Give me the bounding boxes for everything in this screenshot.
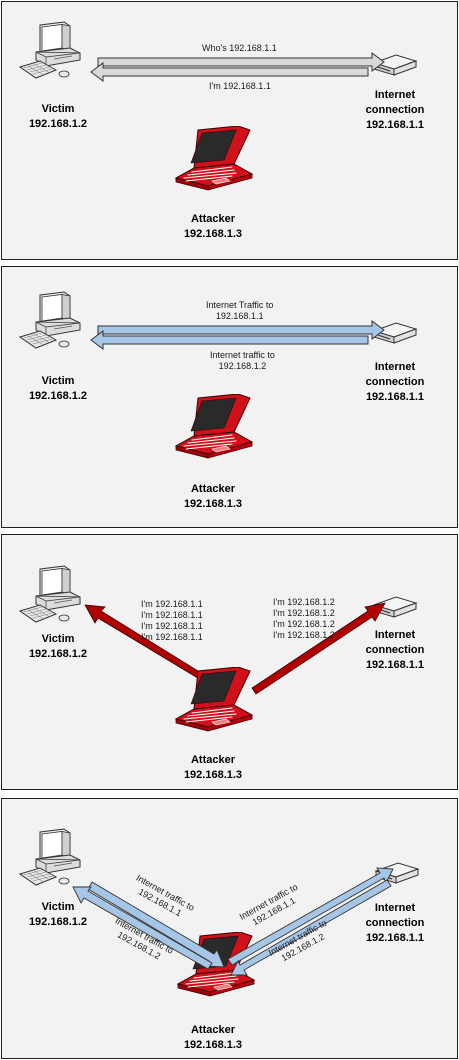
- arrow-gateway-to-attacker: [230, 879, 392, 976]
- victim-label: Victim 192.168.1.2: [22, 102, 94, 132]
- arrows-layer: [72, 867, 394, 976]
- gateway-name-line1: Internet: [374, 902, 416, 914]
- panel-2: Internet Traffic to 192.168.1.1 Internet…: [1, 266, 458, 528]
- arrow-i-am-reply: [90, 62, 369, 82]
- victim-name: Victim: [41, 375, 75, 387]
- attacker-name: Attacker: [190, 754, 236, 766]
- attacker-ip: 192.168.1.3: [183, 228, 243, 240]
- victim-label: Victim 192.168.1.2: [22, 632, 94, 662]
- victim-name: Victim: [41, 901, 75, 913]
- message-traffic-to-gateway: Internet Traffic to 192.168.1.1: [206, 300, 274, 321]
- arrows-layer: [90, 52, 385, 82]
- gateway-ip: 192.168.1.1: [365, 659, 425, 671]
- gateway-label: Internet connection 192.168.1.1: [352, 88, 438, 133]
- messages-spoof-victim: I'm 192.168.1.1 I'm 192.168.1.1 I'm 192.…: [141, 599, 203, 642]
- attacker-ip: 192.168.1.3: [183, 498, 243, 510]
- attacker-label: Attacker 192.168.1.3: [170, 482, 256, 512]
- gateway-label: Internet connection 192.168.1.1: [352, 901, 438, 946]
- attacker-ip: 192.168.1.3: [183, 769, 243, 781]
- victim-label: Victim 192.168.1.2: [22, 900, 94, 930]
- attacker-name: Attacker: [190, 213, 236, 225]
- attacker-label: Attacker 192.168.1.3: [170, 1023, 256, 1053]
- gateway-name-line1: Internet: [374, 629, 416, 641]
- victim-ip: 192.168.1.2: [28, 648, 88, 660]
- arrow-victim-to-attacker: [87, 881, 225, 968]
- gateway-name-line2: connection: [365, 104, 425, 116]
- victim-ip: 192.168.1.2: [28, 118, 88, 130]
- gateway-name-line2: connection: [365, 376, 425, 388]
- victim-label: Victim 192.168.1.2: [22, 374, 94, 404]
- panel-1: Who's 192.168.1.1 I'm 192.168.1.1 Victim…: [1, 1, 458, 260]
- arrow-spoof-to-gateway: [251, 602, 386, 695]
- attacker-label: Attacker 192.168.1.3: [170, 212, 256, 242]
- attacker-laptop-icon: [174, 667, 254, 733]
- arrow-traffic-to-gateway: [97, 320, 385, 340]
- arrow-attacker-to-gateway: [227, 867, 394, 966]
- messages-spoof-gateway: I'm 192.168.1.2 I'm 192.168.1.2 I'm 192.…: [273, 597, 335, 640]
- gateway-ip: 192.168.1.1: [365, 932, 425, 944]
- gateway-name-line1: Internet: [374, 361, 416, 373]
- gateway-name-line1: Internet: [374, 89, 416, 101]
- attacker-label: Attacker 192.168.1.3: [170, 753, 256, 783]
- message-who-is: Who's 192.168.1.1: [202, 43, 277, 53]
- gateway-name-line2: connection: [365, 917, 425, 929]
- arrows-layer: [90, 320, 385, 350]
- arrow-traffic-to-victim: [90, 330, 369, 350]
- panel-4: Internet traffic to 192.168.1.1 Internet…: [1, 798, 458, 1059]
- victim-name: Victim: [41, 633, 75, 645]
- attacker-name: Attacker: [190, 1024, 236, 1036]
- victim-name: Victim: [41, 103, 75, 115]
- gateway-ip: 192.168.1.1: [365, 391, 425, 403]
- arrows-layer: [84, 602, 386, 695]
- message-traffic-to-victim: Internet traffic to 192.168.1.2: [210, 350, 275, 371]
- gateway-label: Internet connection 192.168.1.1: [352, 360, 438, 405]
- message-i-am: I'm 192.168.1.1: [209, 81, 271, 91]
- attacker-ip: 192.168.1.3: [183, 1039, 243, 1051]
- arrow-attacker-to-victim: [72, 886, 213, 970]
- victim-ip: 192.168.1.2: [28, 916, 88, 928]
- gateway-ip: 192.168.1.1: [365, 119, 425, 131]
- attacker-name: Attacker: [190, 483, 236, 495]
- arrow-who-is-request: [97, 52, 385, 72]
- victim-ip: 192.168.1.2: [28, 390, 88, 402]
- gateway-label: Internet connection 192.168.1.1: [352, 628, 438, 673]
- gateway-name-line2: connection: [365, 644, 425, 656]
- panel-3: I'm 192.168.1.1 I'm 192.168.1.1 I'm 192.…: [1, 534, 458, 790]
